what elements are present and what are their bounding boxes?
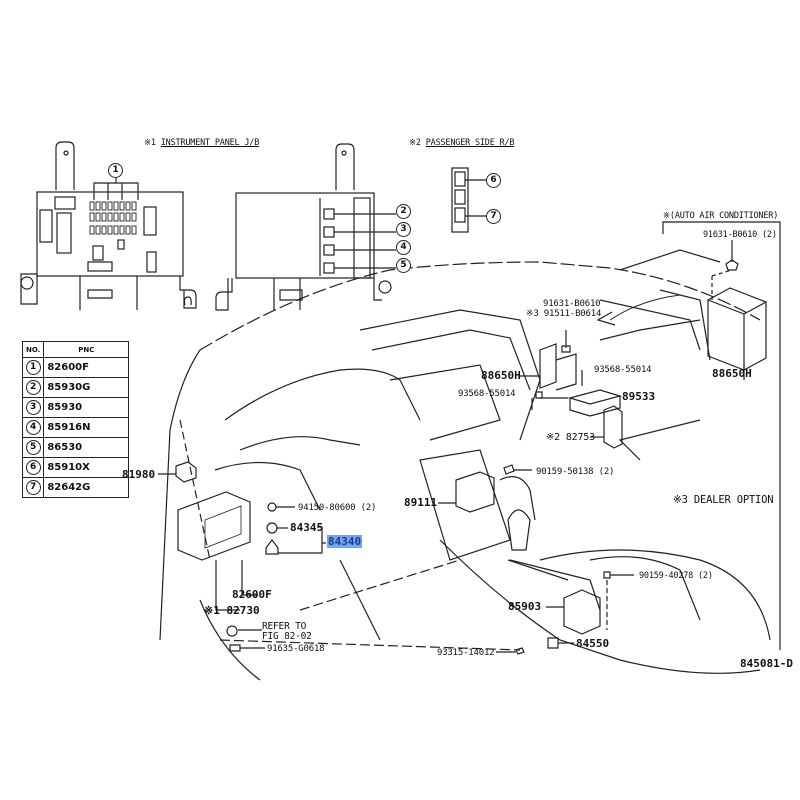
part-label-84345[interactable]: 84345 [290,521,324,534]
part-label-88650h[interactable]: 88650H [481,369,521,382]
dealer-option-note: ※3 DEALER OPTION [673,494,774,506]
part-label-93568-55014-b[interactable]: 93568-55014 [458,389,516,399]
row-no: 5 [25,440,41,455]
row-no: 4 [25,420,41,435]
part-label-89111[interactable]: 89111 [404,496,438,509]
part-label-91635-g0618[interactable]: 91635-G0618 [267,644,325,654]
row-no: 6 [25,460,41,475]
part-label-refer-fig[interactable]: FIG 82-02 [262,631,312,642]
row-pnc[interactable]: 82642G [43,477,130,498]
header-pnc: PNC [43,341,130,358]
part-label-89533[interactable]: 89533 [622,390,656,403]
part-label-90159-40278[interactable]: 90159-40278 (2) [639,571,713,581]
inset-title-instrument-panel-jb: ※1 INSTRUMENT PANEL J/B [144,137,259,149]
selected-part-highlight[interactable]: 84340 [327,535,363,548]
instrument-panel-jb-rear-view [215,143,396,311]
part-label-82753[interactable]: ※2 82753 [546,432,595,443]
part-label-93568-55014-a[interactable]: 93568-55014 [594,365,652,375]
callout-2[interactable]: 2 [396,204,411,219]
row-pnc[interactable]: 86530 [43,437,130,458]
inset-title-text: INSTRUMENT PANEL J/B [160,138,260,148]
instrument-panel-jb-front-view [20,141,197,310]
row-no: 1 [25,360,41,375]
part-label-82600f[interactable]: 82600F [232,588,272,601]
part-label-91511-b0614[interactable]: ※3 91511-B0614 [526,309,602,319]
row-pnc[interactable]: 85930 [43,397,130,418]
part-label-82730[interactable]: ※1 82730 [204,604,260,617]
callout-5[interactable]: 5 [396,258,411,273]
header-no: NO. [21,341,45,358]
row-no: 7 [25,480,41,495]
auto-ac-inset-bracket [662,221,781,650]
part-label-85903[interactable]: 85903 [508,600,542,613]
inset-prefix: ※2 [409,138,421,148]
callout-7[interactable]: 7 [486,209,501,224]
component-shapes [158,330,634,655]
callout-1[interactable]: 1 [108,163,123,178]
inset-title-text: PASSENGER SIDE R/B [425,138,515,148]
part-label-84550[interactable]: 84550 [576,637,610,650]
part-label-84340-selected[interactable]: 84340 [327,535,363,548]
part-label-91631-b0610-2[interactable]: 91631-B0610 (2) [703,230,777,240]
row-pnc[interactable]: 85930G [43,377,130,398]
row-pnc[interactable]: 85910X [43,457,130,478]
row-pnc[interactable]: 85916N [43,417,130,438]
row-no: 3 [25,400,41,415]
part-label-81980[interactable]: 81980 [122,468,156,481]
part-label-90159-50138[interactable]: 90159-50138 (2) [536,467,615,477]
inset-prefix: ※1 [144,138,156,148]
row-no: 2 [25,380,41,395]
callout-6[interactable]: 6 [486,173,501,188]
inset-title-auto-ac: ※(AUTO AIR CONDITIONER) [663,211,779,221]
callout-4[interactable]: 4 [396,240,411,255]
dashboard-outline [159,249,771,681]
row-pnc[interactable]: 82600F [43,357,130,378]
part-label-93315-14012[interactable]: 93315-14012 [437,648,495,658]
passenger-side-rb-view [451,167,486,233]
callout-3[interactable]: 3 [396,222,411,237]
part-label-94150-80600[interactable]: 94150-80600 (2) [298,503,377,513]
part-label-91631-b0610[interactable]: 91631-B0610 [543,299,601,309]
figure-id: 845081-D [740,657,793,670]
pnc-table-header: NO. PNC [21,341,130,358]
part-label-88650h-right[interactable]: 88650H [712,367,752,380]
part-label-refer-to: REFER TO [262,621,307,632]
inset-title-passenger-side-rb: ※2 PASSENGER SIDE R/B [409,137,514,149]
